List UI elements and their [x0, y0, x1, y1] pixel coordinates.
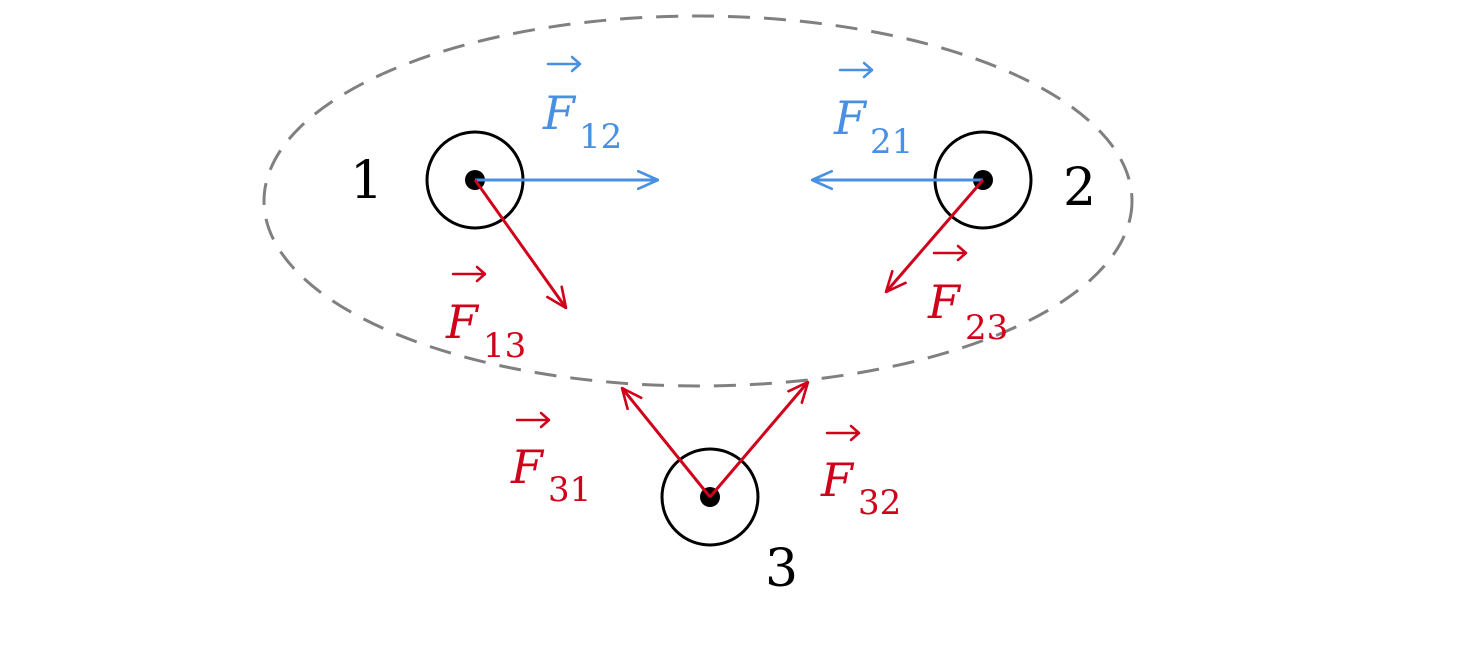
- particle-1-label: 1: [350, 151, 383, 211]
- vector-arrow-icon: [838, 61, 874, 79]
- particle-2-label: 2: [1063, 158, 1096, 218]
- svg-text:F: F: [927, 275, 962, 329]
- system-boundary: [262, 14, 1134, 388]
- vector-arrow-icon: [932, 244, 968, 262]
- force-label-f21: F 21: [833, 61, 913, 162]
- force-label-f31: F 31: [510, 411, 591, 510]
- svg-text:31: 31: [548, 470, 591, 510]
- vector-arrow-icon: [825, 424, 861, 442]
- vector-arrow-icon: [515, 411, 551, 429]
- force-arrow-f13: [473, 179, 566, 308]
- force-label-f23: F 23: [927, 244, 1008, 348]
- particle-3-ring: [660, 447, 760, 547]
- svg-text:F: F: [833, 91, 868, 145]
- vector-arrow-icon: [546, 55, 582, 73]
- svg-text:23: 23: [965, 308, 1008, 348]
- vector-arrow-icon: [451, 265, 487, 283]
- svg-text:32: 32: [858, 483, 901, 523]
- force-arrow-f32: [708, 382, 808, 498]
- svg-text:F: F: [445, 295, 480, 349]
- force-label-f13: F 13: [445, 265, 526, 366]
- svg-text:F: F: [510, 440, 545, 494]
- force-arrow-f31: [622, 388, 712, 498]
- svg-text:21: 21: [870, 122, 913, 162]
- svg-text:12: 12: [579, 117, 622, 157]
- force-label-f12: F 12: [542, 55, 622, 157]
- force-arrow-f23: [886, 179, 985, 292]
- particle-1: 1: [350, 130, 525, 230]
- svg-text:F: F: [542, 86, 577, 140]
- particle-3-label: 3: [765, 539, 798, 599]
- svg-text:F: F: [820, 453, 855, 507]
- svg-text:13: 13: [483, 326, 526, 366]
- force-label-f32: F 32: [820, 424, 901, 523]
